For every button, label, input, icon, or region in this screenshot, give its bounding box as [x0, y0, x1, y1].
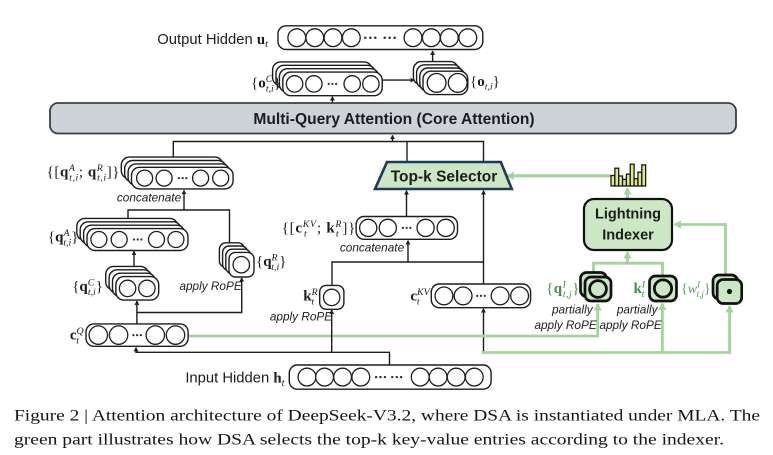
svg-text:kIt: kIt — [634, 280, 646, 302]
svg-text:{qCt,i}: {qCt,i} — [72, 278, 103, 299]
svg-text:Input Hidden ht: Input Hidden ht — [185, 371, 285, 389]
svg-text:Indexer: Indexer — [602, 228, 654, 244]
svg-text:{wIt,j}: {wIt,j} — [681, 280, 711, 300]
svg-text:Multi-Query Attention (Core At: Multi-Query Attention (Core Attention) — [253, 111, 534, 128]
svg-text:apply RoPE: apply RoPE — [599, 318, 661, 332]
svg-text:{[qAt,i; qRt,i]}: {[qAt,i; qRt,i]} — [47, 163, 120, 184]
svg-text:{qRt,i}: {qRt,i} — [256, 253, 286, 274]
svg-text:partially: partially — [551, 303, 594, 317]
svg-text:apply RoPE: apply RoPE — [270, 310, 332, 324]
svg-text:apply RoPE: apply RoPE — [179, 279, 241, 293]
svg-text:kRt: kRt — [303, 287, 318, 309]
svg-text:apply RoPE: apply RoPE — [534, 318, 596, 332]
svg-text:Output Hidden ut: Output Hidden ut — [157, 32, 269, 50]
svg-text:cQt: cQt — [70, 326, 85, 348]
svg-text:partially: partially — [616, 303, 659, 317]
svg-text:{ot,i}: {ot,i} — [470, 74, 500, 93]
svg-text:concatenate: concatenate — [117, 191, 182, 205]
svg-text:concatenate: concatenate — [340, 241, 405, 255]
svg-text:{qAt,i}: {qAt,i} — [48, 228, 79, 249]
svg-text:Figure 2 | Attention architect: Figure 2 | Attention architecture of Dee… — [14, 407, 760, 425]
svg-text:Lightning: Lightning — [595, 207, 661, 223]
svg-text:Top-k Selector: Top-k Selector — [391, 169, 498, 186]
svg-text:{qIt,j}: {qIt,j} — [546, 280, 580, 301]
svg-text:{oCt,i}: {oCt,i} — [251, 74, 281, 95]
svg-text:green part illustrates how DSA: green part illustrates how DSA selects t… — [14, 431, 724, 449]
